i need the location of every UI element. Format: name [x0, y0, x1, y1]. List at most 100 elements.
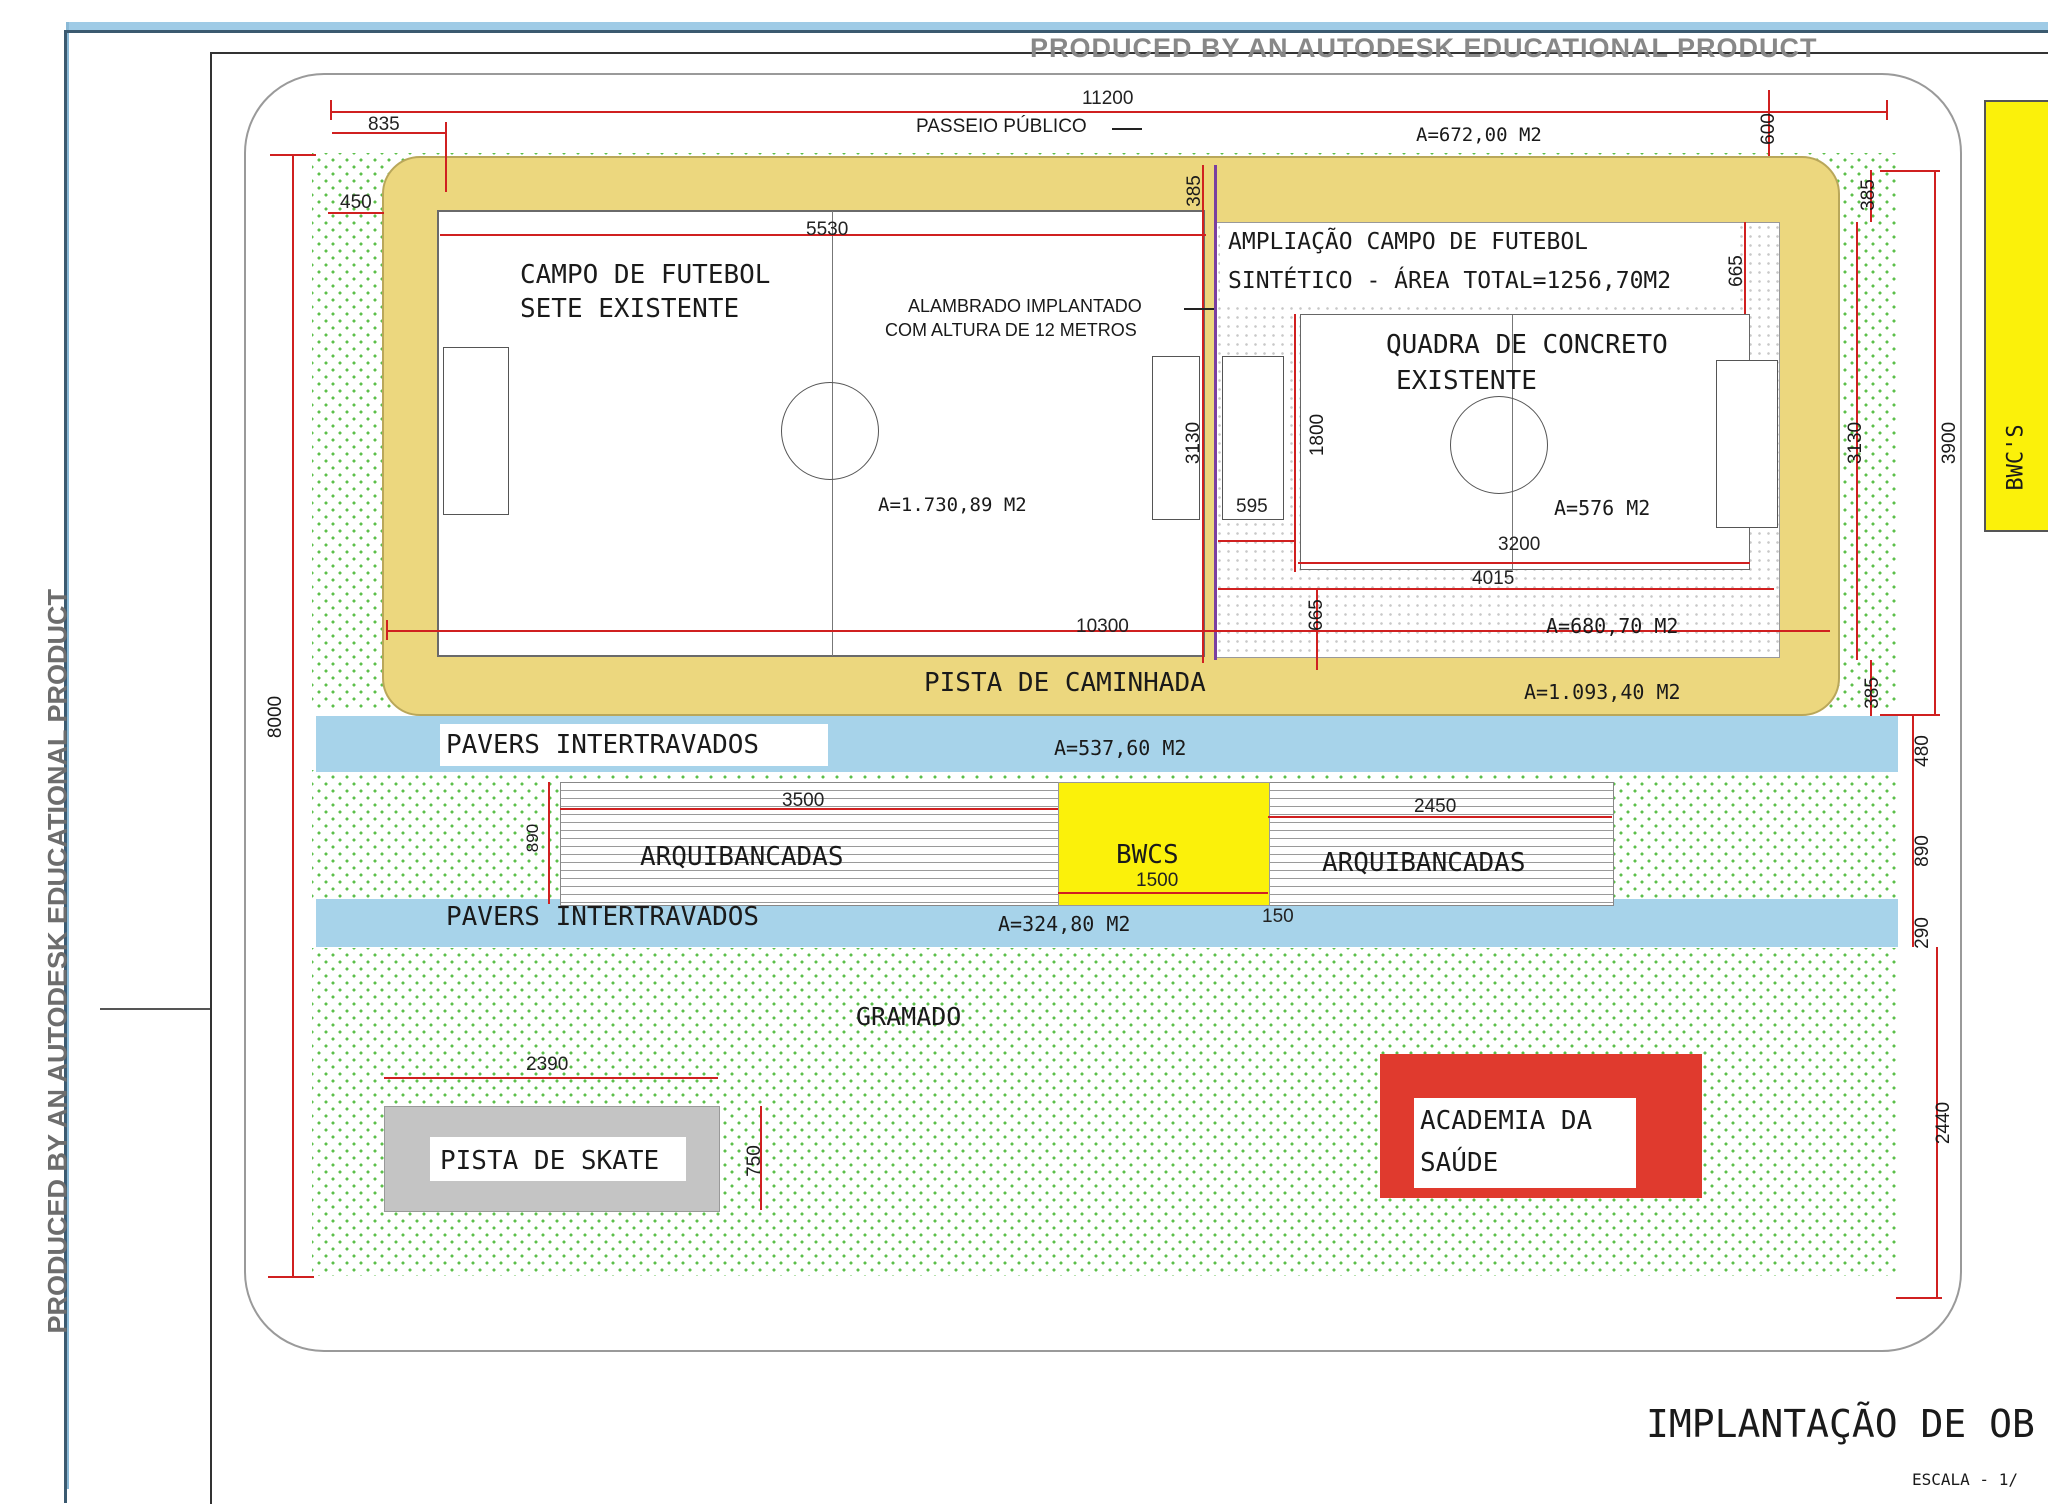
- dim-890-right: 890: [1912, 835, 1933, 867]
- drawing-scale: ESCALA - 1/: [1912, 1470, 2018, 1489]
- dim-tick-8000-top: [270, 154, 316, 156]
- dim-line-835: [332, 132, 446, 134]
- frame-blue-top-strip: [66, 22, 2048, 32]
- fence-line: [1214, 165, 1217, 660]
- dim-line-890-right: [1912, 772, 1914, 899]
- side-bwcs-label: BWC'S: [2003, 424, 2029, 491]
- dim-tick-8000-bottom: [268, 1276, 314, 1278]
- passeio-area: A=672,00 M2: [1416, 124, 1542, 146]
- bleachers-right: [1268, 782, 1614, 906]
- pavers-1-label: PAVERS INTERTRAVADOS: [446, 730, 760, 760]
- dim-835: 835: [368, 114, 400, 135]
- ampliacao-area: A=680,70 M2: [1546, 614, 1679, 638]
- dim-line-1500: [1058, 892, 1268, 894]
- dim-tick-835: [445, 122, 447, 192]
- dim-line-10300: [386, 630, 1830, 632]
- dim-385-fence: 385: [1184, 175, 1205, 207]
- dim-3500: 3500: [782, 790, 825, 811]
- dim-5530: 5530: [806, 219, 849, 240]
- dim-tick-10300-left: [386, 620, 388, 640]
- dim-line-385-fence: [1202, 165, 1204, 663]
- court-goal-area-right: [1716, 360, 1778, 528]
- dim-line-3500: [560, 808, 1058, 810]
- side-bwcs-panel: [1984, 100, 2048, 532]
- dim-line-385-right-top: [1870, 170, 1872, 222]
- bleachers-right-label: ARQUIBANCADAS: [1322, 848, 1526, 878]
- dim-480: 480: [1912, 735, 1933, 767]
- pista-area: A=1.093,40 M2: [1524, 680, 1681, 704]
- ampliacao-label-bg: [1220, 224, 1740, 304]
- dim-2450: 2450: [1414, 796, 1457, 817]
- dim-1500: 1500: [1136, 870, 1179, 891]
- dim-line-480: [1912, 716, 1914, 772]
- dim-line-5530: [440, 234, 1206, 236]
- skate-label-box: [430, 1137, 686, 1181]
- dim-line-450: [328, 212, 384, 214]
- dim-line-1800: [1294, 314, 1296, 572]
- dim-line-665-top: [1744, 222, 1746, 314]
- alambrado-leader-line: [1184, 308, 1214, 310]
- watermark-top: PRODUCED BY AN AUTODESK EDUCATIONAL PROD…: [1030, 33, 1818, 63]
- pavers-2-area: A=324,80 M2: [998, 912, 1131, 936]
- dim-450: 450: [340, 192, 372, 213]
- dim-665-bottom: 665: [1306, 599, 1327, 631]
- pista-label: PISTA DE CAMINHADA: [924, 668, 1206, 698]
- dim-line-290: [1912, 899, 1914, 947]
- dim-3130-fence: 3130: [1183, 421, 1204, 465]
- frame-blue-left-strip: [0, 22, 69, 1489]
- quadra-l1: QUADRA DE CONCRETO: [1386, 330, 1668, 360]
- passeio-publico-label: PASSEIO PÚBLICO: [916, 116, 1087, 137]
- dim-11200: 11200: [1082, 88, 1134, 109]
- pavers-1-label-box: [440, 724, 828, 766]
- court-center-circle: [1450, 396, 1548, 494]
- frame-inner-border: [210, 52, 2048, 1504]
- campo-title-l2: SETE EXISTENTE: [520, 294, 740, 324]
- bleachers-left-label: ARQUIBANCADAS: [640, 842, 844, 872]
- dim-line-385-right-bottom: [1870, 660, 1872, 716]
- academia-l2: SAÚDE: [1420, 1148, 1499, 1178]
- field-goal-area-left: [443, 347, 509, 515]
- academia-label-box: [1414, 1098, 1636, 1188]
- dim-line-8000: [292, 154, 294, 1278]
- dim-line-595: [1218, 540, 1296, 542]
- dim-595: 595: [1236, 496, 1268, 517]
- dim-line-2440: [1936, 947, 1938, 1299]
- dim-line-665-bottom: [1316, 588, 1318, 670]
- dim-10300: 10300: [1076, 616, 1129, 637]
- dim-line-2390: [384, 1077, 718, 1079]
- dim-line-600: [1768, 90, 1770, 156]
- dim-line-2450: [1268, 816, 1612, 818]
- dim-4015: 4015: [1472, 568, 1515, 589]
- campo-title-l1: CAMPO DE FUTEBOL: [520, 260, 771, 290]
- field-goal-area-right: [1152, 356, 1200, 520]
- dim-line-3200: [1298, 562, 1750, 564]
- watermark-side: PRODUCED BY AN AUTODESK EDUCATIONAL PROD…: [42, 588, 73, 1334]
- pavers-1-area: A=537,60 M2: [1054, 736, 1187, 760]
- pavers-2-label: PAVERS INTERTRAVADOS: [446, 902, 760, 932]
- dim-tick-2440-bottom: [1896, 1297, 1942, 1299]
- ampliacao-l1: AMPLIAÇÃO CAMPO DE FUTEBOL: [1228, 229, 1589, 255]
- dim-tick-3900-bottom: [1880, 714, 1940, 716]
- campo-area: A=1.730,89 M2: [878, 494, 1027, 516]
- dim-tick-11200-right: [1886, 100, 1888, 120]
- site-outline: [244, 73, 1962, 1352]
- dim-8000: 8000: [265, 695, 286, 739]
- dim-385-right-bottom: 385: [1862, 677, 1883, 709]
- dim-890-left: 890: [523, 823, 542, 853]
- dim-600: 600: [1758, 113, 1779, 145]
- bwcs-block: [1058, 782, 1270, 906]
- dim-385-right-top: 385: [1858, 179, 1879, 211]
- dim-tick-3900-top: [1880, 170, 1940, 172]
- field-center-circle: [781, 382, 879, 480]
- frame-outer-border: [64, 30, 2048, 1503]
- dim-665-top: 665: [1726, 255, 1747, 287]
- dim-line-750: [760, 1106, 762, 1210]
- dim-3200: 3200: [1498, 534, 1541, 555]
- gramado-label: GRAMADO: [856, 1002, 962, 1031]
- dim-2440: 2440: [1933, 1101, 1954, 1145]
- alambrado-l1: ALAMBRADO IMPLANTADO: [908, 296, 1142, 316]
- ampliacao-l2: SINTÉTICO - ÁREA TOTAL=1256,70M2: [1228, 268, 1672, 294]
- dim-line-890-left: [548, 782, 550, 904]
- academia-l1: ACADEMIA DA: [1420, 1106, 1593, 1136]
- quadra-area: A=576 M2: [1554, 496, 1651, 520]
